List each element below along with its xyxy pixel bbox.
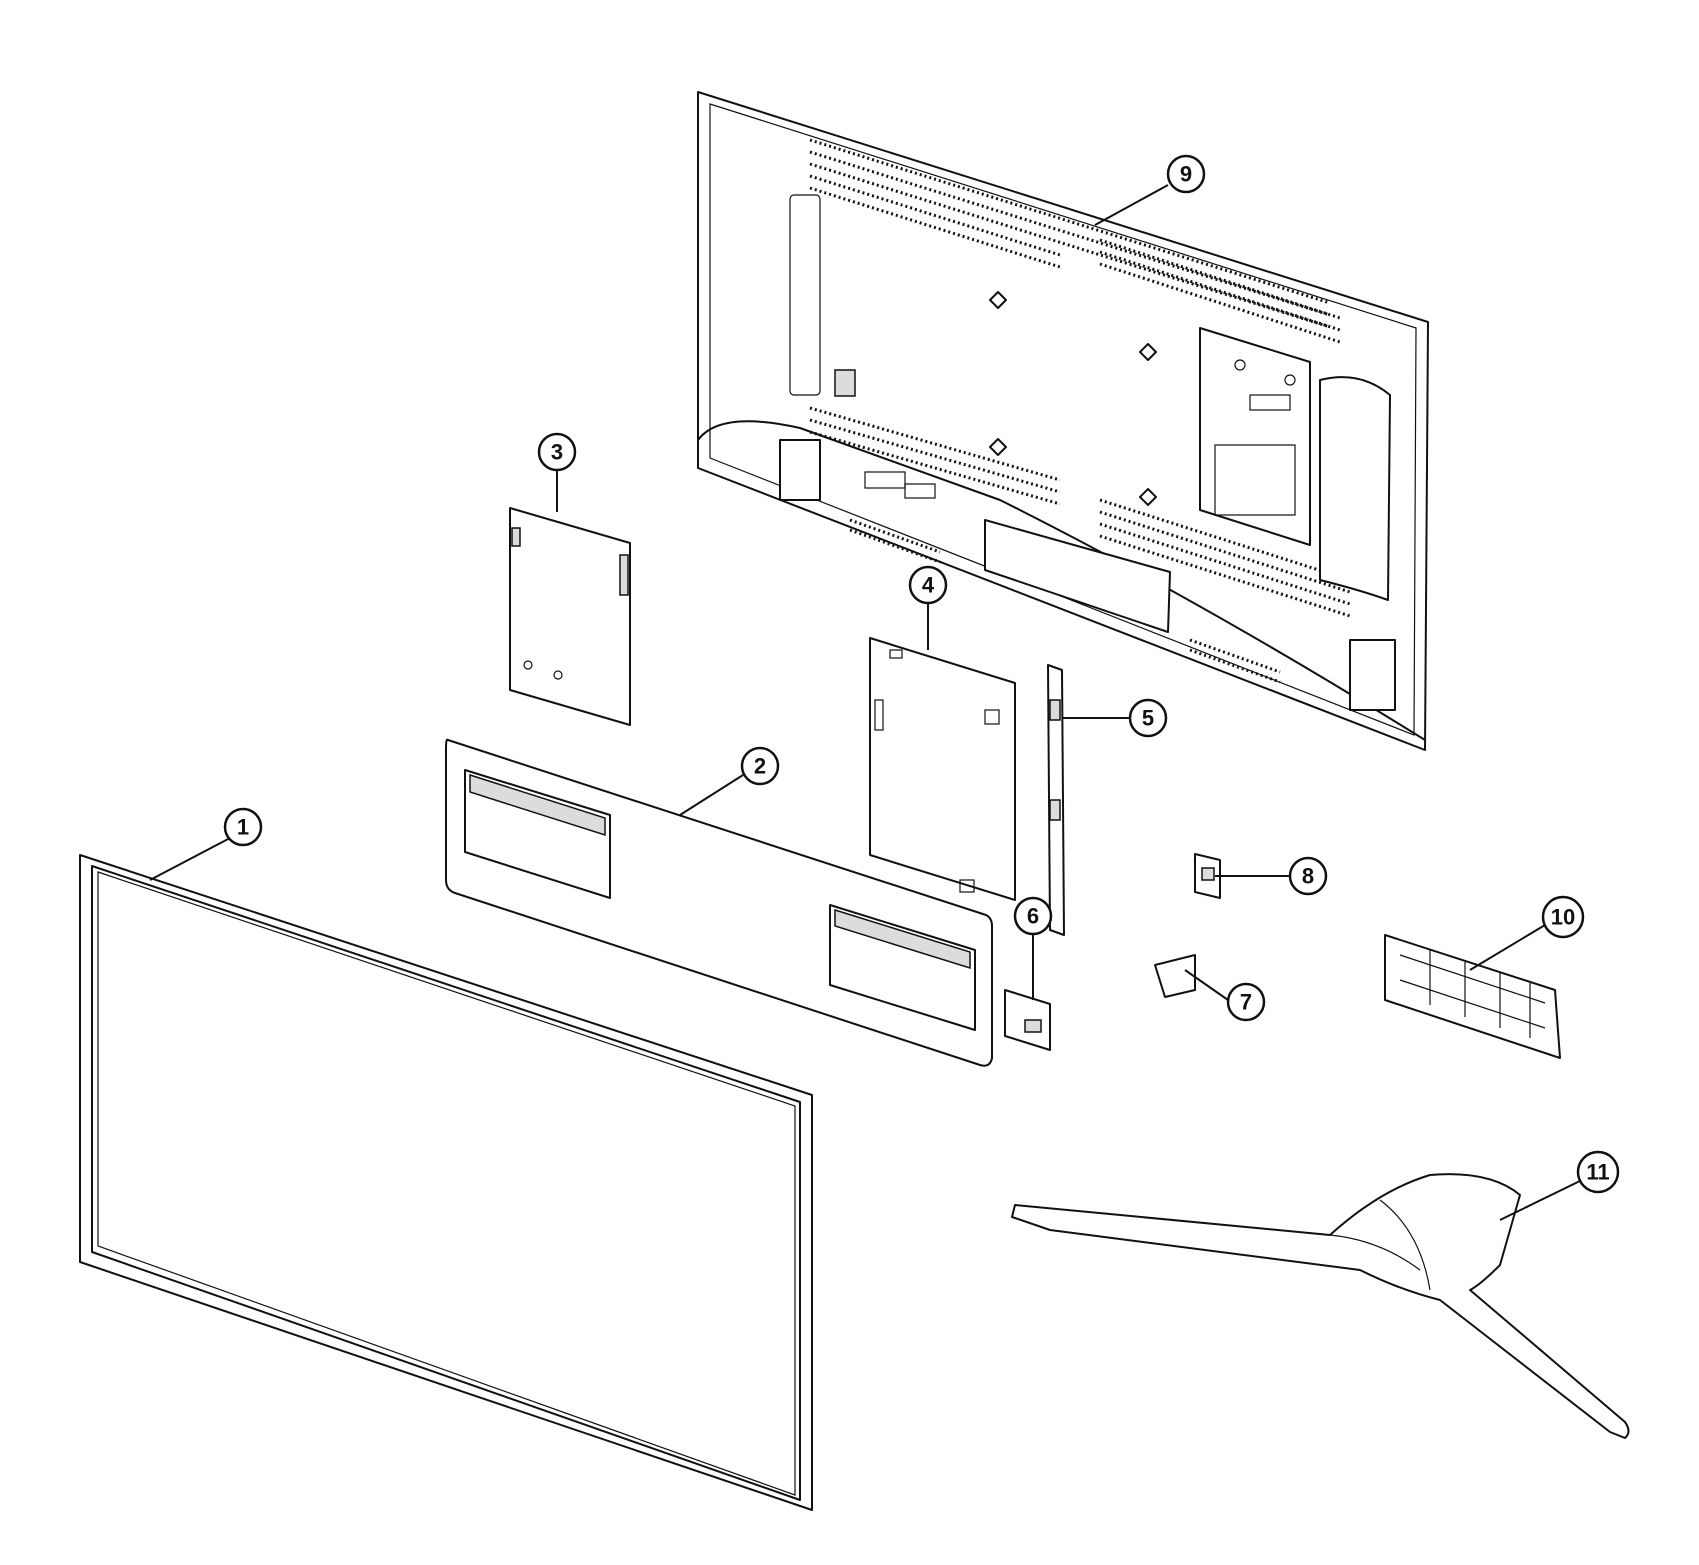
callouts: 1 2 3 4 5 6 7	[149, 154, 1620, 1221]
callout-2-label: 2	[754, 754, 766, 779]
vent-pattern	[809, 138, 1351, 684]
callout-1-label: 1	[237, 815, 249, 840]
callout-10-label: 10	[1551, 905, 1575, 930]
callout-9-label: 9	[1180, 162, 1192, 187]
part-rear-cover	[697, 91, 1429, 751]
part-clip-7	[1154, 954, 1196, 998]
part-power-board	[869, 637, 1016, 901]
callout-7-label: 7	[1240, 990, 1252, 1015]
callout-7: 7	[1184, 969, 1266, 1022]
callout-8-label: 8	[1302, 864, 1314, 889]
callout-8: 8	[1215, 856, 1328, 896]
part-stand-guide	[1384, 934, 1561, 1059]
callout-6-label: 6	[1027, 904, 1039, 929]
callout-10: 10	[1469, 895, 1585, 971]
callout-6: 6	[1013, 896, 1053, 1000]
part-display-panel	[79, 854, 813, 1511]
part-clip-8	[1194, 853, 1221, 899]
callout-11: 11	[1499, 1150, 1620, 1221]
callout-5-label: 5	[1142, 706, 1154, 731]
vesa-mount-points	[989, 291, 1157, 506]
callout-4-label: 4	[922, 573, 935, 598]
part-side-bracket	[1047, 664, 1065, 936]
part-main-board	[509, 507, 631, 726]
callout-4: 4	[908, 565, 948, 650]
callout-2: 2	[679, 746, 780, 816]
callout-1: 1	[149, 807, 263, 881]
callout-3: 3	[537, 432, 577, 512]
part-ir-sensor-module	[1004, 989, 1051, 1051]
callout-5: 5	[1063, 698, 1168, 738]
part-wall-mount-brackets	[445, 738, 993, 1067]
callout-11-label: 11	[1586, 1160, 1609, 1185]
callout-3-label: 3	[551, 440, 563, 465]
callout-9: 9	[1094, 154, 1206, 226]
part-stand	[1011, 1173, 1630, 1439]
